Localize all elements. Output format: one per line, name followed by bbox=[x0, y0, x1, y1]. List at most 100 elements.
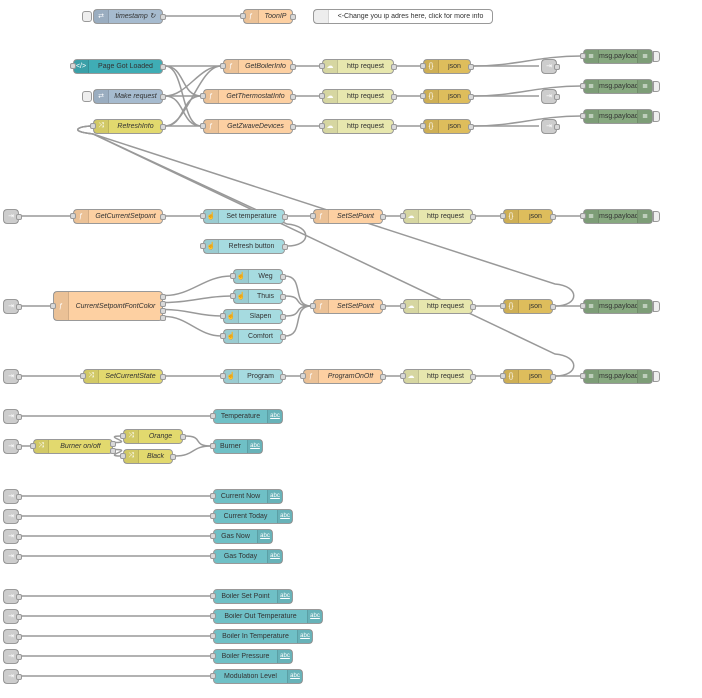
input-port[interactable] bbox=[500, 303, 506, 309]
http-node[interactable]: ☁http request bbox=[400, 298, 476, 314]
input-port[interactable] bbox=[310, 213, 316, 219]
input-port[interactable] bbox=[580, 83, 586, 89]
json-node[interactable]: {}json bbox=[500, 298, 556, 314]
output-port[interactable] bbox=[16, 214, 22, 220]
slapen-node[interactable]: ☝Slapen bbox=[220, 308, 286, 324]
l-node[interactable]: ⇥ bbox=[541, 118, 560, 134]
i-node[interactable]: ⇥ bbox=[3, 508, 22, 524]
input-port[interactable] bbox=[400, 373, 406, 379]
comment-node[interactable]: <-Change you ip adres here, click for mo… bbox=[313, 8, 493, 24]
weg-node[interactable]: ☝Weg bbox=[230, 268, 286, 284]
output-port[interactable] bbox=[380, 304, 386, 310]
output-port[interactable] bbox=[391, 64, 397, 70]
i-node[interactable]: ⇥ bbox=[3, 528, 22, 544]
input-port[interactable] bbox=[30, 443, 36, 449]
i-node[interactable]: ⇥ bbox=[3, 488, 22, 504]
output-port[interactable] bbox=[282, 244, 288, 250]
input-port[interactable] bbox=[210, 593, 216, 599]
pageloaded-node[interactable]: </>Page Got Loaded bbox=[70, 58, 166, 74]
input-port[interactable] bbox=[210, 513, 216, 519]
debug-toggle-button[interactable] bbox=[653, 80, 660, 92]
output-port[interactable] bbox=[468, 64, 474, 70]
setstate-node[interactable]: ⤨SetCurrentState bbox=[80, 368, 166, 384]
http-node[interactable]: ☁http request bbox=[319, 118, 397, 134]
output-port[interactable] bbox=[16, 514, 22, 520]
input-port[interactable] bbox=[210, 533, 216, 539]
json-node[interactable]: {}json bbox=[420, 118, 474, 134]
dbg-node[interactable]: ≣msg.payload≣ bbox=[580, 368, 660, 384]
output-port[interactable] bbox=[16, 304, 22, 310]
output-port[interactable] bbox=[160, 314, 166, 321]
black-node[interactable]: ⤨Black bbox=[120, 448, 176, 464]
orange-node[interactable]: ⤨Orange bbox=[120, 428, 186, 444]
debug-toggle-button[interactable] bbox=[653, 50, 660, 62]
debug-toggle-button[interactable] bbox=[653, 110, 660, 122]
input-port[interactable] bbox=[580, 53, 586, 59]
http-node[interactable]: ☁http request bbox=[400, 368, 476, 384]
dbg-node[interactable]: ≣msg.payload≣ bbox=[580, 108, 660, 124]
input-port[interactable] bbox=[120, 433, 126, 439]
input-port[interactable] bbox=[210, 493, 216, 499]
output-port[interactable] bbox=[468, 94, 474, 100]
input-port[interactable] bbox=[500, 373, 506, 379]
output-port[interactable] bbox=[16, 494, 22, 500]
output-port[interactable] bbox=[280, 294, 286, 300]
output-port[interactable] bbox=[550, 214, 556, 220]
i-node[interactable]: ⇥ bbox=[3, 208, 22, 224]
input-port[interactable] bbox=[300, 373, 306, 379]
dbg-node[interactable]: ≣msg.payload≣ bbox=[580, 208, 660, 224]
refreshbtn-node[interactable]: ☝Refresh button bbox=[200, 238, 288, 254]
i-node[interactable]: ⇥ bbox=[3, 608, 22, 624]
input-port[interactable] bbox=[400, 303, 406, 309]
thuis-node[interactable]: ☝Thuis bbox=[230, 288, 286, 304]
output-port[interactable] bbox=[554, 64, 560, 70]
input-port[interactable] bbox=[220, 333, 226, 339]
input-port[interactable] bbox=[70, 213, 76, 219]
settemp-node[interactable]: ☝Set temperature bbox=[200, 208, 288, 224]
output-port[interactable] bbox=[290, 124, 296, 130]
output-port[interactable] bbox=[470, 374, 476, 380]
output-port[interactable] bbox=[550, 304, 556, 310]
output-port[interactable] bbox=[110, 440, 116, 447]
makereq-node[interactable]: ⇄Make request bbox=[82, 88, 166, 104]
json-node[interactable]: {}json bbox=[420, 88, 474, 104]
http-node[interactable]: ☁http request bbox=[319, 88, 397, 104]
input-port[interactable] bbox=[420, 63, 426, 69]
output-port[interactable] bbox=[16, 374, 22, 380]
input-port[interactable] bbox=[400, 213, 406, 219]
input-port[interactable] bbox=[420, 123, 426, 129]
input-port[interactable] bbox=[210, 443, 216, 449]
program-node[interactable]: ☝Program bbox=[220, 368, 286, 384]
dbg-node[interactable]: ≣msg.payload≣ bbox=[580, 48, 660, 64]
input-port[interactable] bbox=[120, 453, 126, 459]
output-port[interactable] bbox=[380, 374, 386, 380]
i-node[interactable]: ⇥ bbox=[3, 548, 22, 564]
output-port[interactable] bbox=[160, 307, 166, 314]
inject-button[interactable] bbox=[82, 10, 92, 22]
output-port[interactable] bbox=[160, 214, 166, 220]
output-port[interactable] bbox=[160, 94, 166, 100]
json-node[interactable]: {}json bbox=[500, 208, 556, 224]
output-port[interactable] bbox=[380, 214, 386, 220]
l-node[interactable]: ⇥ bbox=[541, 58, 560, 74]
output-port[interactable] bbox=[16, 414, 22, 420]
input-port[interactable] bbox=[210, 673, 216, 679]
output-port[interactable] bbox=[16, 444, 22, 450]
http-node[interactable]: ☁http request bbox=[319, 58, 397, 74]
debug-toggle-button[interactable] bbox=[653, 210, 660, 222]
i-node[interactable]: ⇥ bbox=[3, 668, 22, 684]
input-port[interactable] bbox=[90, 123, 96, 129]
i-node[interactable]: ⇥ bbox=[3, 588, 22, 604]
input-port[interactable] bbox=[319, 93, 325, 99]
input-port[interactable] bbox=[580, 113, 586, 119]
